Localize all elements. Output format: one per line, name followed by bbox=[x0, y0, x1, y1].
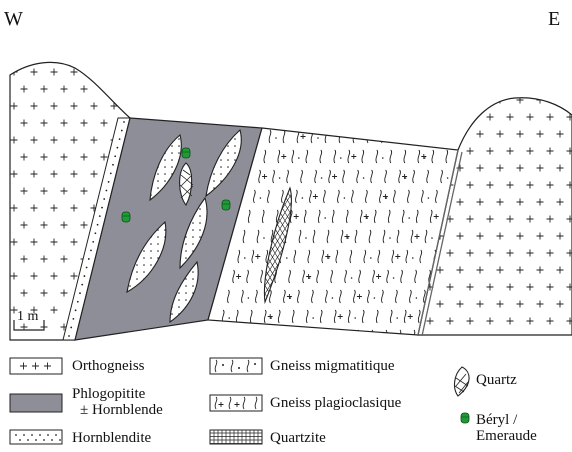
legend-beryl-label-line2: Emeraude bbox=[476, 428, 537, 444]
legend-phlogopitite-label-line2: ± Hornblende bbox=[80, 402, 163, 418]
legend-quartzite-label: Quartzite bbox=[270, 430, 326, 446]
legend-beryl-swatch bbox=[461, 413, 469, 423]
legend-phlogopitite-label-line1: Phlogopitite bbox=[72, 386, 145, 402]
legend-gneiss-plagioclasique-swatch bbox=[210, 395, 262, 411]
legend-hornblendite-label: Hornblendite bbox=[72, 430, 151, 446]
legend-gneiss-migmatitique-swatch bbox=[210, 358, 262, 374]
legend-orthogneiss-swatch bbox=[10, 358, 62, 374]
legend-quartzite-swatch bbox=[210, 430, 262, 444]
legend-orthogneiss-label: Orthogneiss bbox=[72, 358, 145, 374]
legend-quartz-label: Quartz bbox=[476, 372, 517, 388]
legend-hornblendite-swatch bbox=[10, 430, 62, 444]
scale-bar-label: 1 m bbox=[17, 309, 38, 325]
legend-quartz-swatch bbox=[455, 367, 470, 396]
legend-beryl-label-line1: Béryl / bbox=[476, 412, 517, 428]
legend-gneiss-plagioclasique-label: Gneiss plagioclasique bbox=[270, 395, 401, 411]
legend-gneiss-migmatitique-label: Gneiss migmatitique bbox=[270, 358, 395, 374]
legend-phlogopitite-swatch bbox=[10, 394, 62, 412]
